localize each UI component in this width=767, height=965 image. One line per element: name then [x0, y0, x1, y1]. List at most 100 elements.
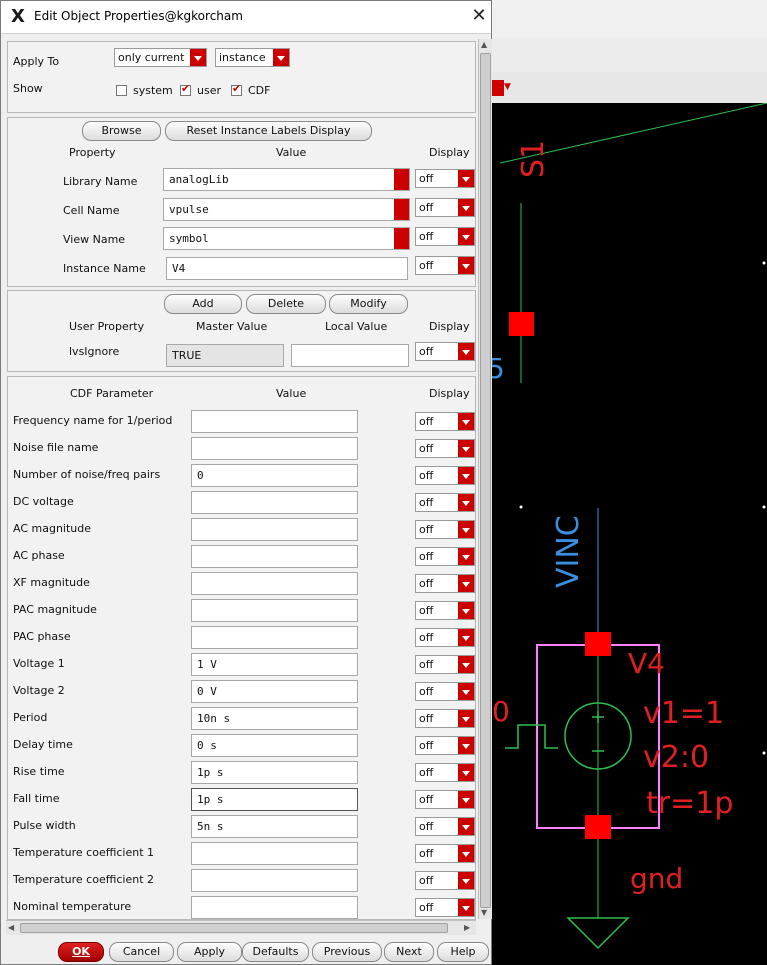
next-button[interactable]: Next	[384, 942, 434, 962]
cdf-display-select[interactable]: off	[415, 817, 475, 836]
cdf-param-value-field[interactable]	[191, 518, 358, 541]
value-header: Value	[276, 146, 307, 159]
cdf-param-value-field[interactable]: 0	[191, 464, 358, 487]
cdf-param-value-field[interactable]	[191, 896, 358, 919]
scroll-left-icon[interactable]: ◀	[8, 923, 15, 932]
display-value: off	[419, 577, 434, 590]
defaults-button[interactable]: Defaults	[242, 942, 309, 962]
cdf-param-value-field[interactable]	[191, 869, 358, 892]
apply-target-select[interactable]: instance	[215, 48, 290, 67]
chevron-down-icon	[458, 170, 474, 187]
horizontal-scrollbar[interactable]: ◀ ▶	[6, 920, 476, 935]
cdf-param-value-field[interactable]	[191, 626, 358, 649]
cdf-display-select[interactable]: off	[415, 790, 475, 809]
schematic-pin	[585, 632, 611, 656]
chevron-down-icon	[458, 818, 474, 835]
cdf-display-select[interactable]: off	[415, 466, 475, 485]
vertical-scroll-thumb[interactable]	[480, 53, 491, 908]
chevron-down-icon	[458, 257, 474, 274]
cdf-param-value-field[interactable]: 1p s	[191, 761, 358, 784]
ok-button[interactable]: OK	[58, 942, 104, 962]
previous-button[interactable]: Previous	[312, 942, 382, 962]
chevron-down-icon[interactable]	[394, 199, 409, 220]
close-icon[interactable]: ✕	[471, 5, 487, 26]
cdf-display-select[interactable]: off	[415, 493, 475, 512]
show-system-checkbox[interactable]	[116, 85, 127, 96]
horizontal-scroll-thumb[interactable]	[20, 923, 448, 933]
cdf-display-select[interactable]: off	[415, 520, 475, 539]
cdf-display-select[interactable]: off	[415, 574, 475, 593]
instance-name-display-select[interactable]: off	[415, 256, 475, 275]
browse-button[interactable]: Browse	[82, 121, 161, 141]
cdf-display-select[interactable]: off	[415, 763, 475, 782]
display-value: off	[419, 847, 434, 860]
cdf-display-select[interactable]: off	[415, 682, 475, 701]
cdf-param-value-field[interactable]	[191, 842, 358, 865]
cdf-param-value-field[interactable]	[191, 599, 358, 622]
cdf-display-select[interactable]: off	[415, 898, 475, 917]
cdf-display-select[interactable]: off	[415, 871, 475, 890]
cdf-display-select[interactable]: off	[415, 439, 475, 458]
cdf-display-select[interactable]: off	[415, 601, 475, 620]
view-name-display-select[interactable]: off	[415, 227, 475, 246]
display-value: off	[419, 230, 434, 243]
cdf-param-value: 0 s	[197, 739, 217, 752]
color-swatch[interactable]	[492, 80, 504, 96]
lvsignore-local-field[interactable]	[291, 344, 409, 367]
scroll-down-icon[interactable]: ▼	[481, 908, 488, 917]
vertical-scrollbar[interactable]: ▲ ▼	[478, 39, 492, 919]
chevron-down-icon	[458, 656, 474, 673]
cdf-param-value-field[interactable]: 5n s	[191, 815, 358, 838]
cdf-param-value-field[interactable]	[191, 437, 358, 460]
cdf-display-select[interactable]: off	[415, 844, 475, 863]
reset-labels-button[interactable]: Reset Instance Labels Display	[165, 121, 372, 141]
cdf-param-value-field[interactable]: 0 s	[191, 734, 358, 757]
show-cdf-checkbox[interactable]	[231, 82, 242, 96]
show-user-checkbox[interactable]	[180, 82, 191, 96]
delete-button[interactable]: Delete	[246, 294, 326, 314]
lvsignore-master-field: TRUE	[166, 344, 284, 367]
cdf-param-value-field[interactable]	[191, 572, 358, 595]
instance-name-label: Instance Name	[63, 262, 146, 275]
cdf-param-value-field[interactable]	[191, 545, 358, 568]
schematic-wire	[499, 103, 767, 164]
library-name-field[interactable]: analogLib	[163, 168, 410, 191]
instance-name-field[interactable]: V4	[166, 257, 408, 280]
apply-button[interactable]: Apply	[177, 942, 242, 962]
cdf-display-select[interactable]: off	[415, 547, 475, 566]
scroll-right-icon[interactable]: ▶	[464, 923, 471, 932]
apply-scope-select[interactable]: only current	[114, 48, 207, 67]
help-button[interactable]: Help	[437, 942, 489, 962]
library-name-display-select[interactable]: off	[415, 169, 475, 188]
cdf-param-value-field[interactable]: 0 V	[191, 680, 358, 703]
cdf-display-select[interactable]: off	[415, 655, 475, 674]
cell-name-display-select[interactable]: off	[415, 198, 475, 217]
add-button[interactable]: Add	[164, 294, 242, 314]
modify-button[interactable]: Modify	[329, 294, 408, 314]
cdf-display-select[interactable]: off	[415, 709, 475, 728]
chevron-down-icon[interactable]	[394, 228, 409, 249]
user-display-header: Display	[429, 320, 470, 333]
cdf-display-select[interactable]: off	[415, 412, 475, 431]
chevron-down-icon	[458, 575, 474, 592]
cdf-display-select[interactable]: off	[415, 628, 475, 647]
view-name-field[interactable]: symbol	[163, 227, 410, 250]
cell-name-value: vpulse	[169, 203, 209, 216]
scroll-up-icon[interactable]: ▲	[481, 40, 488, 49]
chevron-down-icon[interactable]: ▼	[504, 82, 511, 92]
cdf-param-label: Pulse width	[13, 819, 76, 832]
cdf-param-value-field[interactable]: 1 V	[191, 653, 358, 676]
cdf-param-value-field[interactable]: 10n s	[191, 707, 358, 730]
local-value-header: Local Value	[325, 320, 388, 333]
chevron-down-icon[interactable]	[394, 169, 409, 190]
cdf-param-value-field[interactable]	[191, 491, 358, 514]
cdf-param-value-field[interactable]: 1p s	[191, 788, 358, 811]
schematic-label-zero: 0	[492, 695, 510, 728]
lvsignore-display-select[interactable]: off	[415, 342, 475, 361]
schematic-pin	[509, 312, 534, 336]
cdf-param-value-field[interactable]	[191, 410, 358, 433]
cancel-button[interactable]: Cancel	[109, 942, 174, 962]
cdf-param-label: PAC magnitude	[13, 603, 97, 616]
cdf-display-select[interactable]: off	[415, 736, 475, 755]
cell-name-field[interactable]: vpulse	[163, 198, 410, 221]
